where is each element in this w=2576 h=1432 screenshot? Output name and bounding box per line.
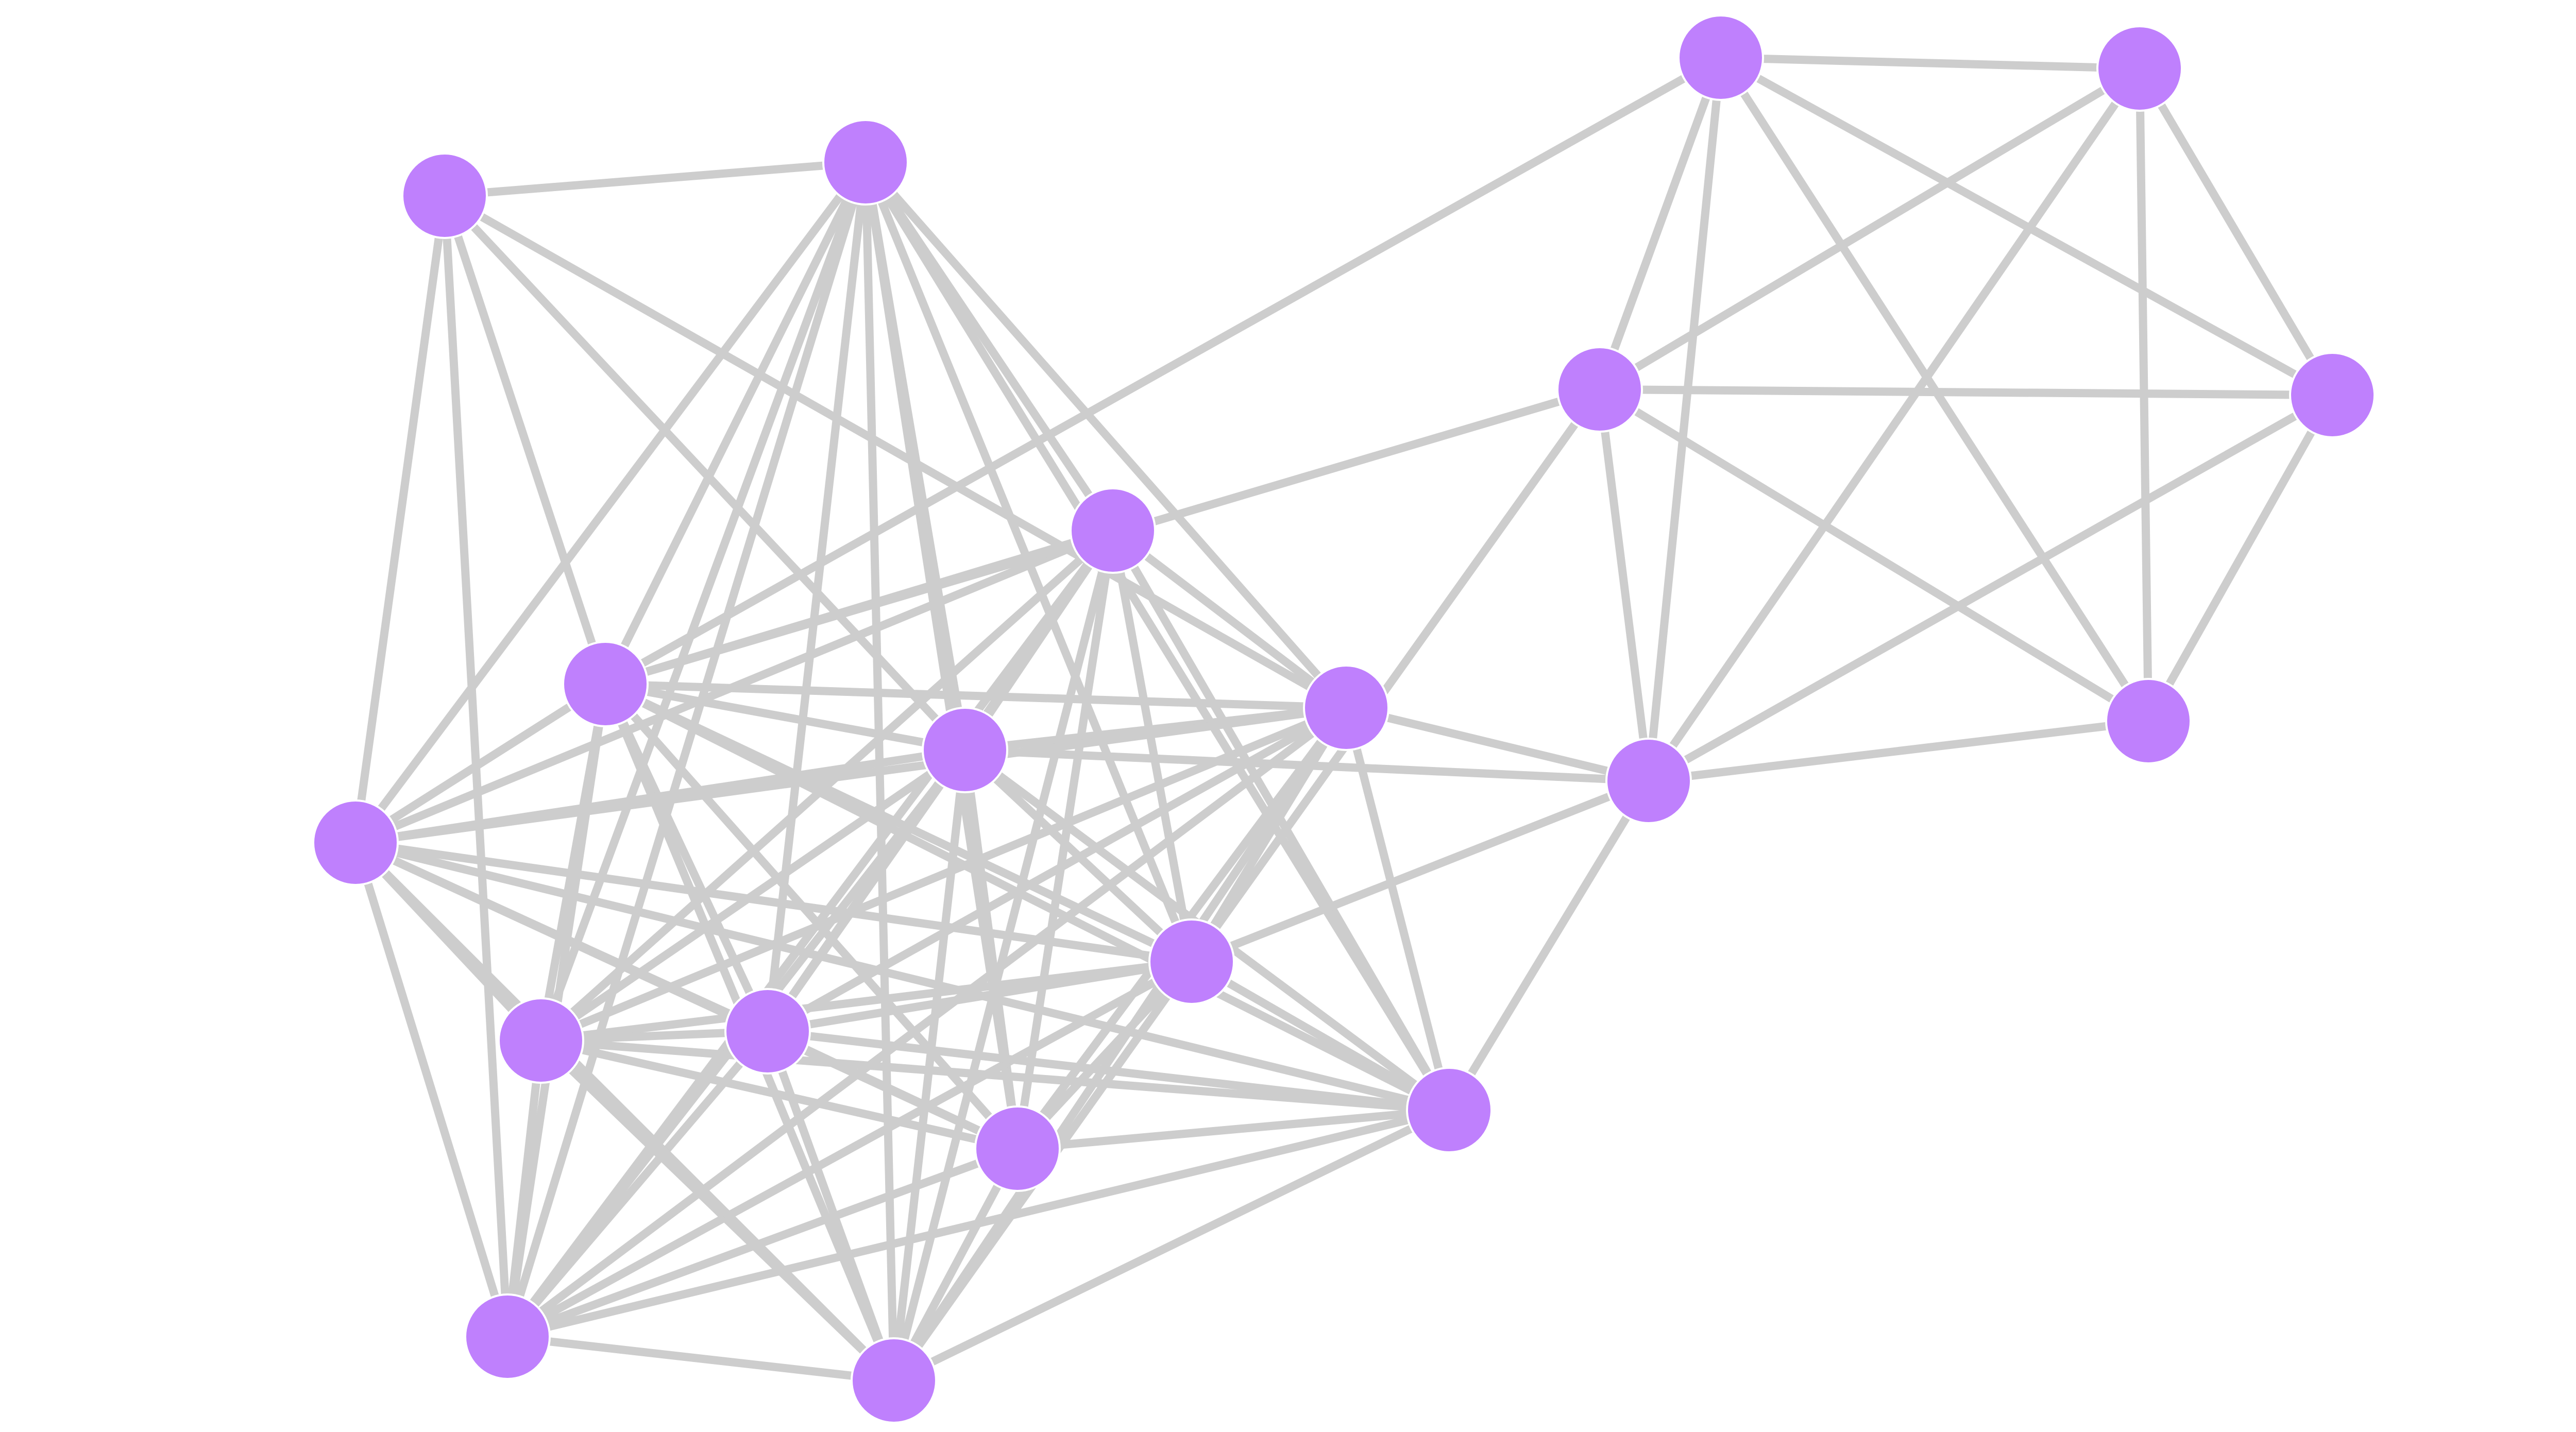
node-n14 bbox=[1406, 1067, 1493, 1153]
edge-n1-n3 bbox=[1596, 54, 1725, 394]
edge-n1-n2 bbox=[1717, 54, 2144, 73]
edge-n16-n17 bbox=[537, 1036, 1022, 1153]
node-n1 bbox=[1677, 14, 1764, 101]
edge-n1-n5 bbox=[1645, 54, 1725, 785]
node-n18 bbox=[312, 799, 399, 886]
node-n16 bbox=[498, 997, 584, 1084]
edge-n17-n18 bbox=[351, 839, 1022, 1153]
node-n2 bbox=[2096, 25, 2183, 112]
edge-n17-n20 bbox=[890, 1145, 1022, 1385]
edge-n2-n4 bbox=[2136, 64, 2336, 399]
edge-n11-n19 bbox=[503, 704, 1350, 1341]
edge-n13-n19 bbox=[503, 958, 1196, 1341]
edge-n5-n6 bbox=[1645, 717, 2153, 785]
edge-n10-n14 bbox=[601, 680, 1453, 1114]
node-n11 bbox=[1303, 664, 1389, 751]
edge-n14-n18 bbox=[351, 839, 1453, 1114]
edge-n8-n14 bbox=[861, 158, 1453, 1114]
edge-n3-n5 bbox=[1596, 385, 1653, 785]
edges-layer bbox=[351, 54, 2336, 1385]
edge-n5-n13 bbox=[1188, 777, 1653, 966]
edge-n14-n17 bbox=[1013, 1106, 1453, 1153]
edge-n14-n16 bbox=[537, 1036, 1453, 1114]
node-n13 bbox=[1148, 918, 1235, 1005]
node-n20 bbox=[851, 1337, 937, 1424]
edge-n10-n18 bbox=[351, 680, 609, 847]
edge-n10-n11 bbox=[601, 680, 1350, 712]
edge-n11-n14 bbox=[1342, 704, 1453, 1114]
edge-n16-n19 bbox=[503, 1036, 545, 1341]
edge-n7-n8 bbox=[440, 158, 870, 200]
node-n9 bbox=[1070, 487, 1156, 574]
nodes-layer bbox=[312, 14, 2376, 1424]
node-n15 bbox=[724, 988, 811, 1075]
node-n8 bbox=[822, 119, 909, 206]
node-n17 bbox=[974, 1105, 1061, 1192]
edge-n8-n10 bbox=[601, 158, 870, 688]
edge-n15-n20 bbox=[764, 1027, 898, 1385]
edge-n10-n12 bbox=[601, 680, 969, 754]
edge-n8-n18 bbox=[351, 158, 870, 847]
edge-n9-n13 bbox=[1109, 526, 1196, 966]
edge-n5-n14 bbox=[1445, 777, 1653, 1114]
edge-n12-n17 bbox=[961, 746, 1022, 1153]
node-n12 bbox=[922, 707, 1008, 793]
edge-n14-n20 bbox=[890, 1106, 1453, 1385]
edge-n18-n19 bbox=[351, 839, 512, 1341]
edge-n13-n14 bbox=[1188, 958, 1453, 1114]
node-n4 bbox=[2289, 352, 2376, 438]
node-n19 bbox=[464, 1293, 551, 1380]
edge-n9-n20 bbox=[890, 526, 1117, 1385]
edge-n8-n11 bbox=[861, 158, 1350, 712]
node-n7 bbox=[401, 152, 488, 239]
node-n10 bbox=[562, 641, 649, 727]
edge-n13-n16 bbox=[537, 958, 1196, 1045]
edge-n7-n18 bbox=[351, 192, 449, 847]
edge-n2-n3 bbox=[1596, 64, 2144, 394]
node-n3 bbox=[1556, 346, 1643, 433]
edge-n5-n12 bbox=[961, 746, 1653, 785]
edge-n4-n6 bbox=[2144, 391, 2336, 725]
edge-n18-n20 bbox=[351, 839, 898, 1385]
edge-n2-n5 bbox=[1645, 64, 2144, 785]
edge-n3-n6 bbox=[1596, 385, 2153, 725]
edge-n12-n20 bbox=[890, 746, 969, 1385]
edge-n1-n10 bbox=[601, 54, 1725, 688]
edge-n17-n19 bbox=[503, 1145, 1022, 1341]
edge-n5-n11 bbox=[1342, 704, 1653, 785]
node-n6 bbox=[2105, 678, 2192, 764]
edge-n19-n20 bbox=[503, 1333, 898, 1385]
edge-n13-n18 bbox=[351, 839, 1196, 966]
edge-n9-n11 bbox=[1109, 526, 1350, 712]
edge-n7-n11 bbox=[440, 192, 1350, 712]
edge-n12-n18 bbox=[351, 746, 969, 847]
edge-n8-n16 bbox=[537, 158, 870, 1045]
edge-n3-n4 bbox=[1596, 385, 2336, 399]
edge-n7-n10 bbox=[440, 192, 609, 688]
edge-n3-n13 bbox=[1188, 385, 1604, 966]
edge-n8-n19 bbox=[503, 158, 870, 1341]
edge-n14-n15 bbox=[764, 1027, 1453, 1114]
edge-n4-n5 bbox=[1645, 391, 2336, 785]
edge-n12-n13 bbox=[961, 746, 1196, 966]
node-n5 bbox=[1605, 738, 1692, 824]
